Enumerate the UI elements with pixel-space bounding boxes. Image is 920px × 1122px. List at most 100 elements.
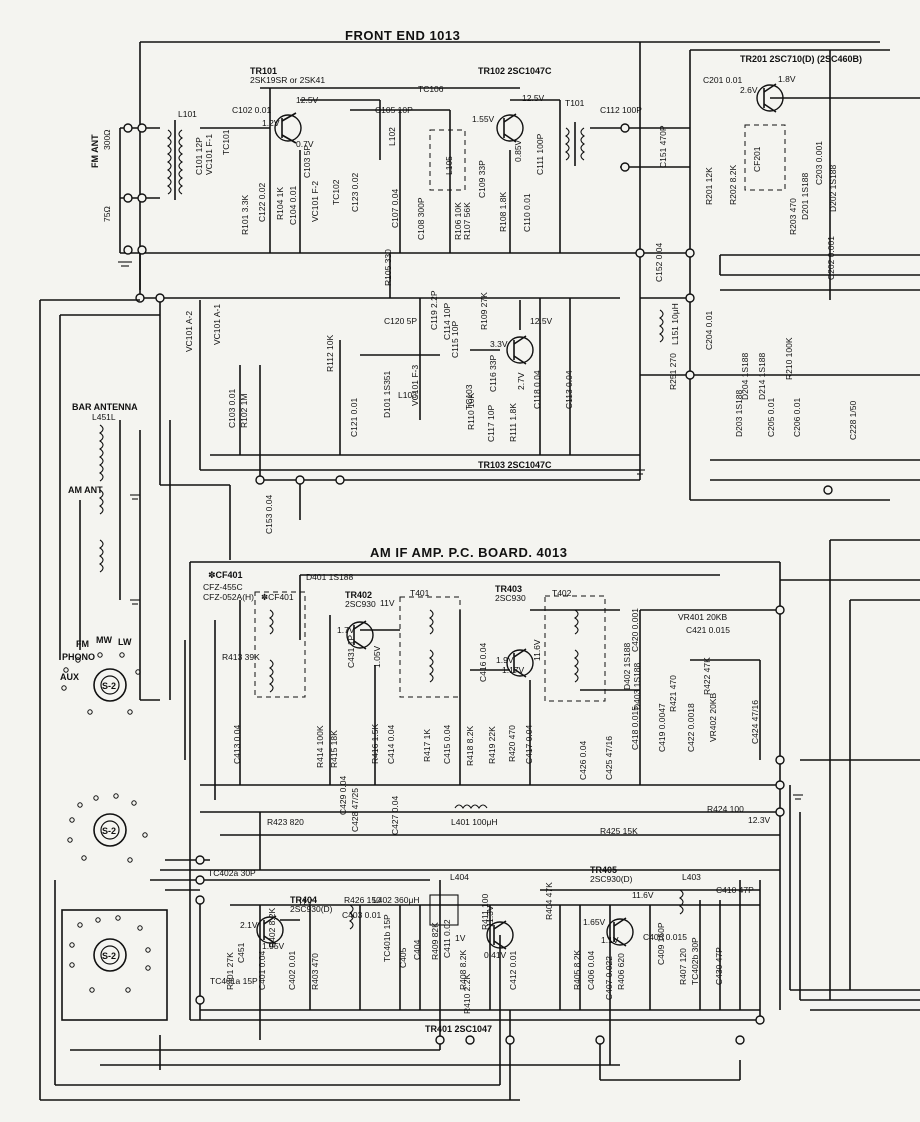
fe-part-48: VC101 A-1 xyxy=(212,304,222,345)
fe-part-21: C109 33P xyxy=(477,160,487,198)
fe-part-17: C108 300P xyxy=(416,197,426,240)
transistor-tr101 xyxy=(274,112,302,144)
selector-switch-3 xyxy=(61,909,168,1021)
voltage-v19: 1.9V xyxy=(496,655,514,665)
transistor-tr402 xyxy=(346,620,374,650)
fe-part-35: D101 1S351 xyxy=(382,370,392,418)
mpx-part-11: L151 10μH xyxy=(670,303,680,345)
transistor-tr102-label: TR102 2SC1047C xyxy=(478,66,552,76)
mpx-part-14: D204 1S188 xyxy=(740,352,750,400)
if-part-22: R414 100K xyxy=(315,725,325,768)
if-part-5: T401 xyxy=(410,588,430,598)
fe-part-27: R105 330 xyxy=(383,249,393,286)
fe-part-34: C121 0.01 xyxy=(349,398,359,437)
selector-fm: FM xyxy=(76,639,89,649)
mw-part-30: C430 47P xyxy=(714,947,724,985)
fe-part-0: L101 xyxy=(178,109,197,119)
voltage-v1b: 1.1V xyxy=(601,935,619,945)
if-part-36: C428 47/25 xyxy=(350,788,360,832)
fe-part-20: R107 56K xyxy=(462,202,472,240)
voltage-v155: 1.55V xyxy=(472,114,495,124)
if-part-40: R424 100 xyxy=(707,804,744,814)
mw-part-25: R406 620 xyxy=(616,953,626,990)
mw-part-8: C403 0.01 xyxy=(342,910,381,920)
if-part-18: C419 0.0047 xyxy=(657,703,667,752)
if-part-34: C426 0.04 xyxy=(578,741,588,780)
voltage-v21: 2.1V xyxy=(240,920,258,930)
fe-part-8: C104 0.01 xyxy=(288,186,298,225)
mw-part-5: R402 8.2K xyxy=(267,908,277,948)
fe-part-11: TC102 xyxy=(331,179,341,205)
voltage-v125b: 12.5V xyxy=(522,93,545,103)
mw-part-19: R411 100 xyxy=(480,893,490,930)
mw-part-22: R405 8.2K xyxy=(572,950,582,990)
if-part-2: CFZ-052A(H) xyxy=(203,592,254,602)
transformer-t101 xyxy=(565,122,585,166)
if-part-8: C431 1P xyxy=(346,635,356,668)
mw-part-11: TC401b 15P xyxy=(382,914,392,962)
voltage-v041: 0.41V xyxy=(484,950,507,960)
transistor-tr403-name: TR403 xyxy=(495,584,522,594)
fe-part-36: L103 xyxy=(398,390,417,400)
if-part-38: L401 100μH xyxy=(451,817,498,827)
mpx-part-4: CF201 xyxy=(752,146,762,172)
fe-part-29: R109 27K xyxy=(479,292,489,330)
mpx-part-5: C203 0.001 xyxy=(814,141,824,185)
voltage-v33: 3.3V xyxy=(490,339,508,349)
if-part-21: C413 0.04 xyxy=(232,725,242,764)
fe-part-19: R106 10K xyxy=(453,202,463,240)
transistor-tr405-type: 2SC930(D) xyxy=(590,874,633,884)
transistor-tr403 xyxy=(506,648,534,678)
mpx-part-9: C202 0.001 xyxy=(826,236,836,280)
voltage-v116b: 11.6V xyxy=(632,890,654,900)
am-if-wiring xyxy=(199,574,801,1100)
transistor-tr404-type: 2SC930(D) xyxy=(290,904,333,914)
if-part-29: R418 8.2K xyxy=(465,726,475,766)
voltage-v195: 1.95V xyxy=(262,941,285,951)
fe-part-43: C117 10P xyxy=(486,404,496,442)
fe-part-7: R104 1K xyxy=(275,187,285,220)
fm-ant-impedance: 300Ω xyxy=(102,129,112,150)
if-part-19: C422 0.0018 xyxy=(686,703,696,752)
transistor-tr405 xyxy=(606,917,634,947)
fe-part-22: R108 1.8K xyxy=(498,192,508,232)
voltage-v1: 1V xyxy=(455,933,466,943)
transistor-tr402-type: 2SC930 xyxy=(345,599,376,609)
mw-part-3: R401 27K xyxy=(225,952,235,990)
fe-part-15: TC106 xyxy=(418,84,444,94)
mw-part-0: TC402a 30P xyxy=(208,868,256,878)
if-part-13: C421 0.015 xyxy=(686,625,730,635)
fe-part-41: R110 10K xyxy=(466,392,476,430)
if-part-1: CFZ-455C xyxy=(203,582,243,592)
transistor-tr403-type: 2SC930 xyxy=(495,593,526,603)
fe-part-23: C110 0.01 xyxy=(522,193,532,232)
fe-part-3: TC101 xyxy=(221,129,231,155)
fm-antenna-terminals xyxy=(118,123,147,267)
bar-antenna-label: BAR ANTENNA xyxy=(72,402,138,412)
voltage-v27: 2.7V xyxy=(516,372,526,390)
mw-part-1: TC401a 15P xyxy=(210,976,258,986)
if-part-6: T402 xyxy=(552,588,572,598)
mw-part-23: C406 0.04 xyxy=(586,951,596,990)
transistor-tr401-label: TR401 2SC1047 xyxy=(425,1024,492,1034)
bar-antenna-coil xyxy=(59,315,186,760)
voltage-v11: 11V xyxy=(380,598,395,608)
mpx-part-19: C206 0.01 xyxy=(792,398,802,437)
transistor-tr201 xyxy=(756,83,784,113)
fe-part-38: C114 10P xyxy=(442,302,452,340)
fe-part-46: C113 0.04 xyxy=(564,370,574,409)
mw-part-6: C402 0.01 xyxy=(287,951,297,990)
mw-part-17: R408 8.2K xyxy=(458,950,468,990)
if-part-16: R421 470 xyxy=(668,675,678,712)
if-part-25: R416 1.5K xyxy=(370,724,380,764)
mpx-part-10: C152 0.04 xyxy=(654,243,664,282)
transistor-tr102 xyxy=(496,113,524,143)
am-if-title: AM IF AMP. P.C. BOARD. 4013 xyxy=(370,545,567,560)
selector-switch-1-label: S-2 xyxy=(102,681,116,691)
mw-part-7: R403 470 xyxy=(310,953,320,990)
coil-l101 xyxy=(167,120,183,200)
fe-part-45: C118 0.04 xyxy=(532,370,542,409)
if-coils xyxy=(269,609,684,930)
fe-part-10: VC101 F-2 xyxy=(310,181,320,222)
